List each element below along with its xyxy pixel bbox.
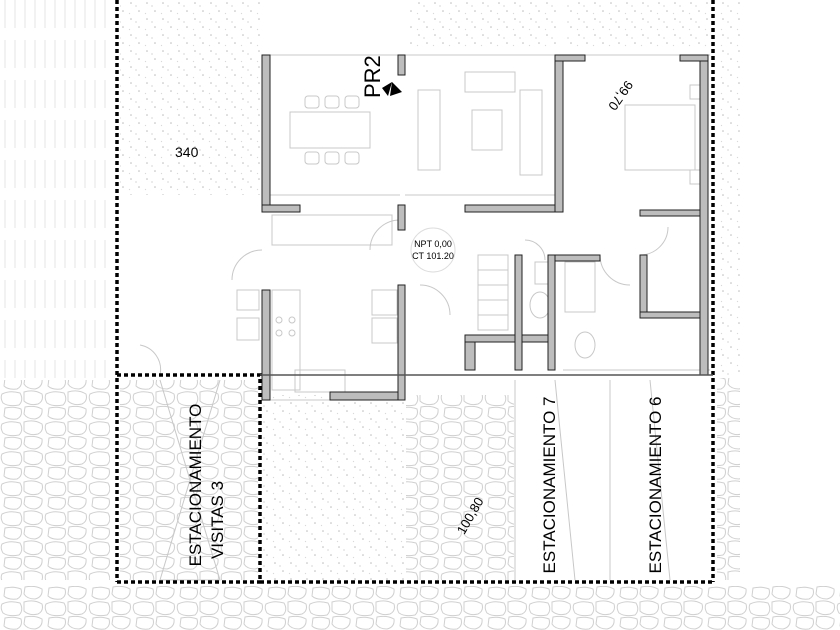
bed	[624, 104, 696, 171]
parking-7: ESTACIONAMIENTO 7	[540, 397, 559, 574]
ct-label: CT 101.20	[412, 251, 454, 261]
parking-visitas-3-line1: ESTACIONAMIENTO	[186, 404, 205, 567]
section-arrow-icon	[382, 82, 402, 96]
level-marker: NPT 0,00 CT 101.20	[410, 227, 456, 273]
parking-visitas-3-line2: VISITAS 3	[208, 481, 227, 559]
parking-stall-lines	[159, 379, 671, 581]
parking-labels: ESTACIONAMIENTO VISITAS 3 ESTACIONAMIENT…	[186, 397, 665, 574]
furniture	[139, 54, 710, 401]
kitchen-counter	[271, 289, 301, 391]
bedroom-level: 99,70	[605, 78, 636, 113]
section-mark: PR2	[360, 55, 402, 98]
coffee-table	[471, 109, 503, 151]
npt-label: NPT 0,00	[414, 239, 452, 249]
dining-table	[289, 111, 371, 149]
walls	[261, 54, 709, 401]
section-mark-label: PR2	[360, 55, 385, 98]
sofa	[417, 89, 441, 171]
dimension-left: 340	[175, 144, 199, 160]
parking-6: ESTACIONAMIENTO 6	[646, 397, 665, 574]
site-boundary	[115, 0, 715, 584]
